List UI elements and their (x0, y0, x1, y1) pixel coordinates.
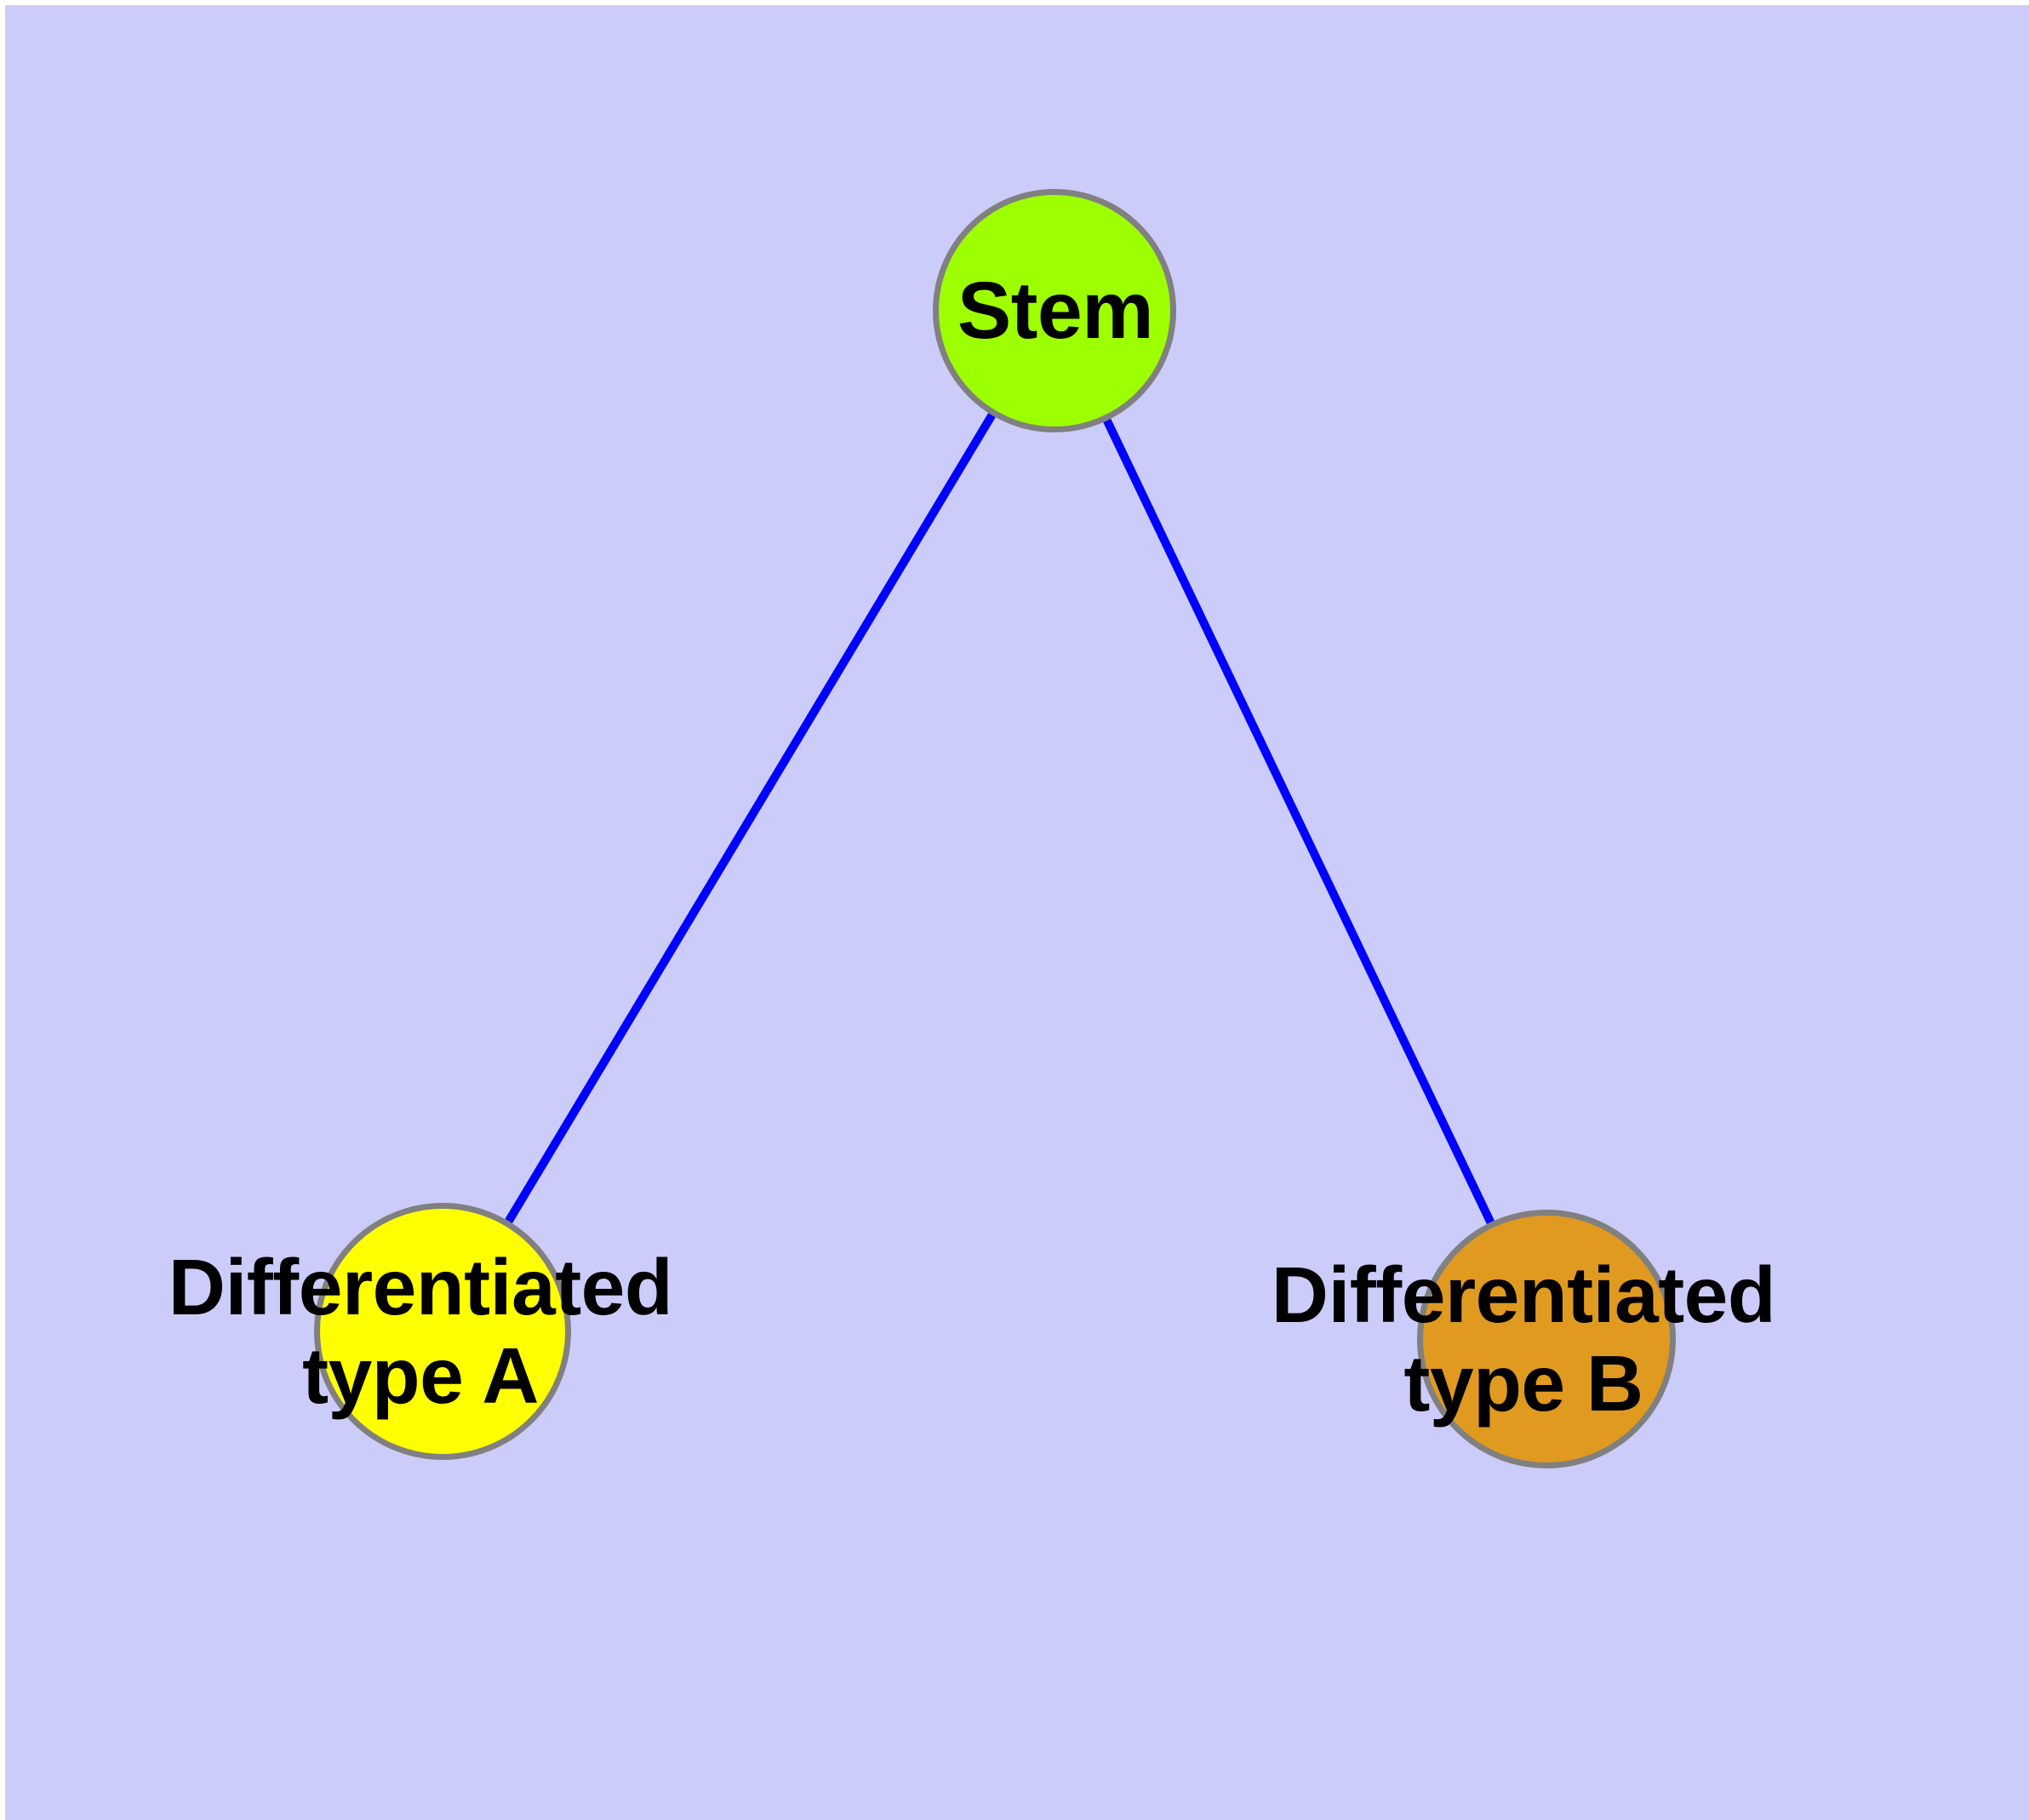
graph-plot-area: Stem Differentiated type A Differentiate… (5, 5, 2029, 1820)
edges-group (505, 413, 1495, 1225)
graph-node-diff_a[interactable] (314, 1203, 571, 1460)
graph-node-stem[interactable] (933, 189, 1176, 432)
nodes-group (314, 189, 1676, 1468)
graph-node-diff_b[interactable] (1417, 1210, 1676, 1468)
graph-edge[interactable] (1103, 418, 1495, 1225)
graph-edge[interactable] (505, 413, 996, 1224)
graph-svg (314, 189, 1676, 1468)
